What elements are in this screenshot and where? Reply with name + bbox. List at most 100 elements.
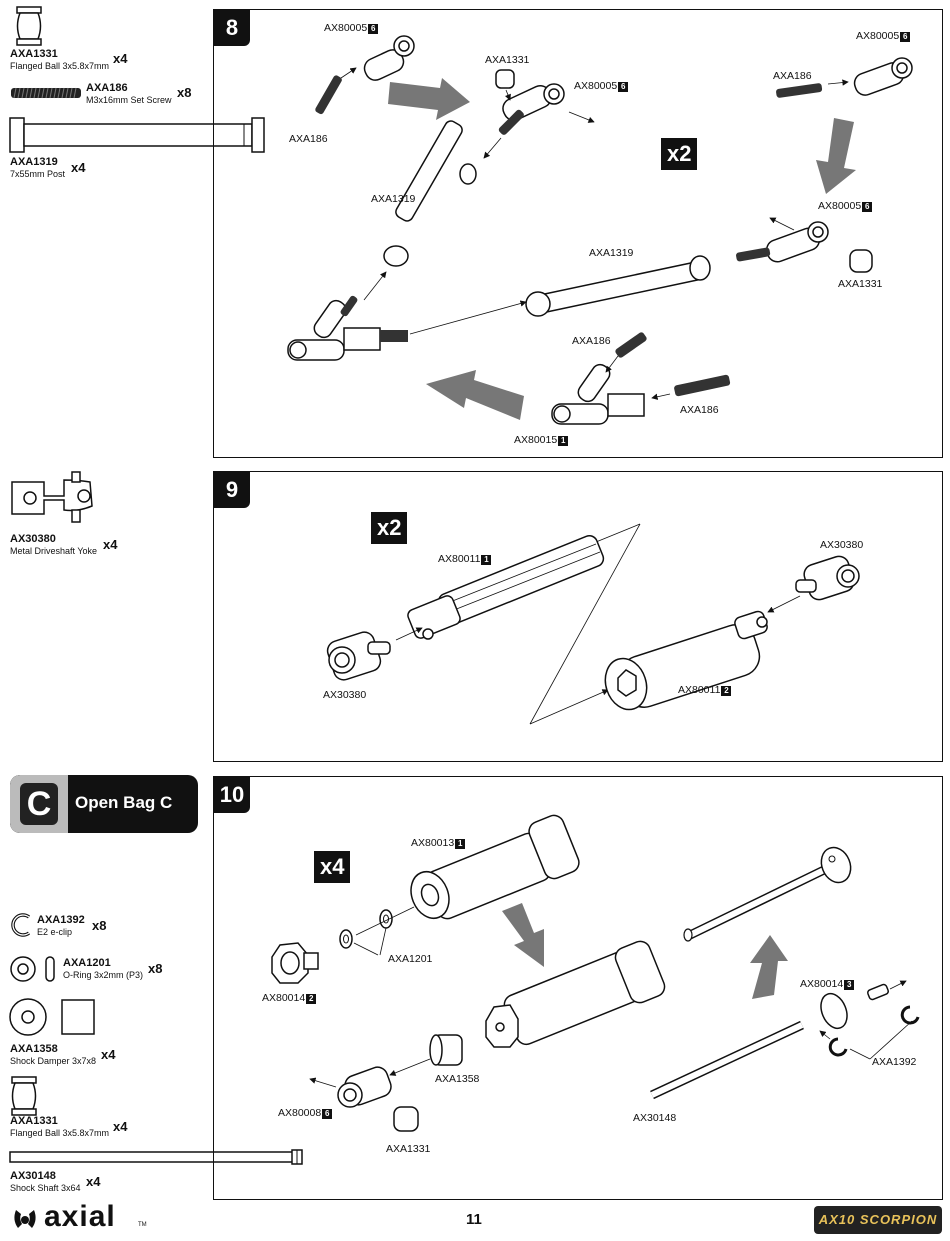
step-number: 9 [214,472,250,508]
part-desc: Shock Shaft 3x64 [10,1183,81,1193]
badge: 6 [618,82,629,92]
e-clip-icon [11,913,31,937]
step-8-panel: 8 x2 [213,9,943,458]
flanged-ball-icon [16,6,42,46]
part-label: AXA1319 [589,247,634,259]
part-label: AX30380 [820,539,864,551]
part-label: AX30380 [323,689,367,701]
part-desc: Shock Damper 3x7x8 [10,1056,97,1066]
part-qty: x4 [103,537,118,552]
part-code: AX30380 [10,533,56,545]
part-code: AXA1331 [10,1115,58,1127]
part-label: AXA1331 [386,1143,431,1155]
part-qty: x4 [71,160,86,175]
step-10-panel: 10 x4 [213,776,943,1200]
part-code: AXA1201 [63,957,111,969]
part-label: AXA186 [680,404,719,416]
post-icon [525,255,711,317]
direction-arrow-icon [426,370,524,420]
o-ring-icon [379,909,393,929]
shock-shaft-icon [9,1149,303,1165]
set-screw-icon [498,109,524,135]
bag-letter: C [20,783,58,825]
part-qty: x8 [92,918,107,933]
part-qty: x4 [86,1174,101,1189]
flanged-ball-icon [495,69,515,89]
o-ring-icon [339,929,353,949]
step-10-diagram [271,814,920,1132]
direction-arrow-icon [502,903,544,967]
part-desc: O-Ring 3x2mm (P3) [63,970,144,980]
rod-end-icon [502,83,565,121]
rod-end-icon [337,1066,392,1108]
shock-body-icon [410,814,580,920]
driveshaft-yoke-icon [795,555,860,601]
step-number: 8 [214,10,250,46]
e-clip-icon [900,1005,920,1025]
part-label: AXA1201 [388,953,433,965]
badge: 3 [844,980,855,990]
part-qty: x4 [113,51,128,66]
flanged-ball-icon [11,1076,37,1116]
badge: 6 [900,32,911,42]
bag-label: Open Bag C [75,793,173,812]
direction-arrow-icon [750,935,788,999]
badge: 6 [322,1109,333,1119]
part-label: AXA186 [773,70,812,82]
badge: 1 [455,839,466,849]
step-9-diagram [326,523,860,725]
o-ring-icon [10,956,55,982]
post-icon [9,117,265,153]
part-label: AXA186 [572,335,611,347]
part-qty: x8 [148,961,163,976]
trademark: TM [138,1222,147,1228]
set-screw-icon [615,332,647,358]
driveshaft-yoke-icon [11,471,93,523]
part-code: AXA1319 [10,156,58,168]
part-desc: M3x16mm Set Screw [86,95,172,105]
rod-end-icon [853,57,913,96]
part-code: AXA1392 [37,914,85,926]
shock-cap-icon [271,942,319,984]
part-qty: x4 [113,1119,128,1134]
badge: 1 [481,555,492,565]
part-label: AXA1319 [371,193,416,205]
product-logo: AX10 SCORPION [814,1206,942,1234]
set-screw-icon [776,83,823,98]
part-desc: 7x55mm Post [10,169,66,179]
part-desc: Flanged Ball 3x5.8x7mm [10,61,110,71]
post-icon [383,120,477,267]
driveshaft-tube-icon [604,610,768,711]
ball-cup-joint-icon [287,295,408,361]
part-qty: x4 [101,1047,116,1062]
shock-shaft-icon [683,846,852,942]
shock-body-icon [485,940,666,1048]
rod-end-icon [363,35,415,81]
multiplier-badge: x2 [371,512,408,544]
part-label: AXA1358 [435,1073,480,1085]
bag-letter-box: C [10,775,68,833]
direction-arrow-icon [816,118,856,194]
multiplier-badge: x4 [314,851,351,883]
part-label: AXA1331 [485,54,530,66]
driveshaft-icon [407,534,605,640]
step-9-panel: 9 x2 [213,471,943,762]
badge: 2 [306,994,317,1004]
part-desc: Flanged Ball 3x5.8x7mm [10,1128,110,1138]
part-qty: x8 [177,85,192,100]
badge: 2 [721,686,732,696]
flanged-ball-icon [393,1106,419,1132]
shock-shaft-icon [650,1020,804,1100]
part-desc: Metal Driveshaft Yoke [10,546,98,556]
part-label: AXA1331 [838,278,883,290]
step-number: 10 [214,777,250,813]
set-screw-icon [315,75,342,115]
